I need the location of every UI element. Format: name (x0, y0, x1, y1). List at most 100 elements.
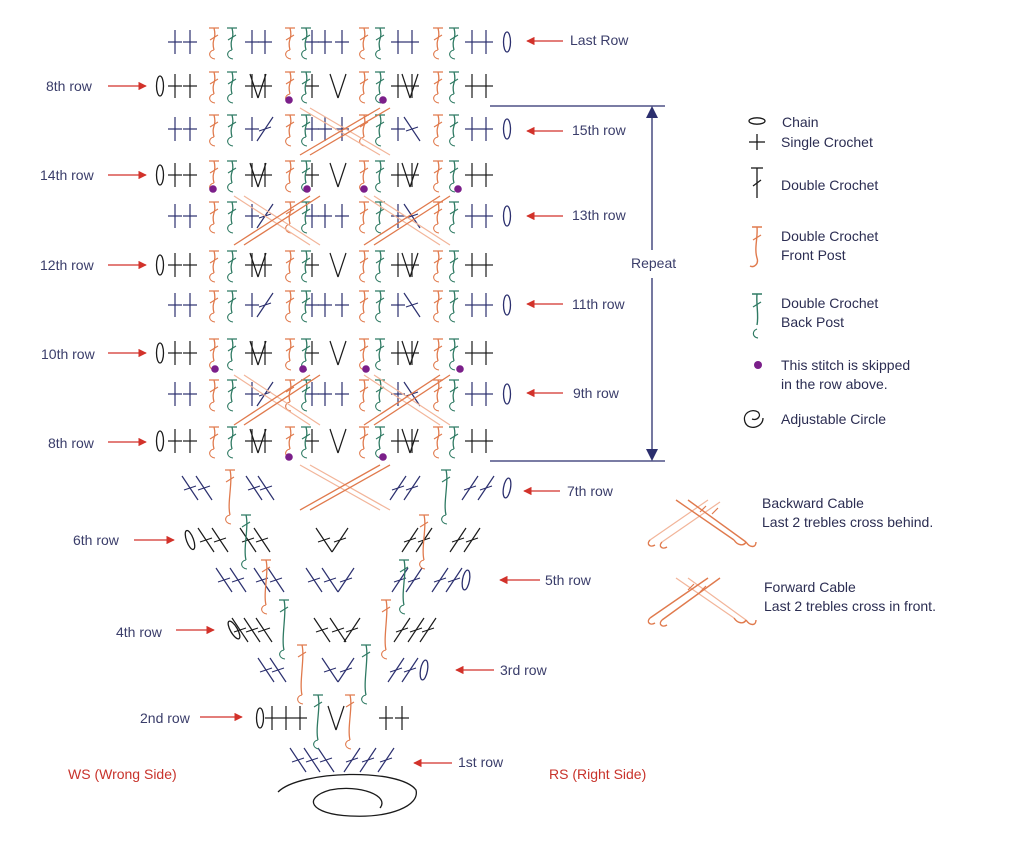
v-stitch (327, 705, 345, 731)
dc-back-post-stitch (375, 250, 385, 283)
slanted-stitch (253, 527, 271, 553)
legend-single-crochet-label: Single Crochet (781, 134, 873, 150)
dc-back-post-stitch (449, 27, 459, 60)
single-crochet-stitch (305, 163, 319, 187)
dc-back-post-stitch (227, 27, 237, 60)
single-crochet-stitch (305, 382, 319, 406)
slanted-stitch (317, 747, 335, 773)
dc-front-post-stitch (433, 290, 443, 323)
v-stitch (249, 73, 267, 99)
dc-back-post-stitch (227, 114, 237, 147)
single-crochet-stitch (379, 706, 393, 730)
single-crochet-stitch (245, 429, 259, 453)
dc-back-post-stitch (241, 514, 251, 570)
slanted-stitch (343, 617, 361, 643)
slanted-stitch (256, 292, 274, 318)
single-crochet-stitch (465, 74, 479, 98)
slanted-stitch (289, 747, 307, 773)
double-crochet-icon (751, 167, 763, 198)
dc-back-post-stitch (375, 379, 385, 412)
slanted-stitch (359, 747, 377, 773)
v-stitch (249, 428, 267, 454)
slanted-stitch (337, 657, 355, 683)
skipped-stitch-dot (209, 185, 217, 193)
dc-front-post-stitch (433, 426, 443, 459)
row-label-4th: 4th row (116, 624, 162, 640)
v-stitch (249, 162, 267, 188)
dc-back-post-stitch (375, 338, 385, 371)
dc-front-post-stitch (359, 379, 369, 412)
slanted-stitch (403, 116, 421, 142)
single-crochet-stitch (395, 706, 409, 730)
cable-cross (363, 374, 451, 426)
row-label-8th-top: 8th row (46, 78, 92, 94)
slanted-stitch (403, 292, 421, 318)
slanted-stitch (197, 527, 215, 553)
skipped-stitch-dot (211, 365, 219, 373)
dc-back-post-stitch (361, 644, 371, 705)
slanted-stitch (477, 475, 495, 501)
dc-front-post-stitch (225, 469, 235, 525)
v-stitch (401, 340, 419, 366)
single-crochet-stitch (479, 163, 493, 187)
chain-stitch (502, 31, 512, 53)
single-crochet-stitch (183, 30, 197, 54)
row-label-10th: 10th row (41, 346, 95, 362)
single-crochet-stitch (479, 382, 493, 406)
single-crochet-stitch (305, 253, 319, 277)
slanted-stitch (331, 527, 349, 553)
slanted-stitch (256, 381, 274, 407)
dc-front-post-stitch (209, 290, 219, 323)
single-crochet-stitch (391, 163, 405, 187)
single-crochet-stitch (479, 341, 493, 365)
dc-front-post-stitch (285, 290, 295, 323)
chain-stitch (461, 569, 471, 591)
dc-back-post-stitch (227, 201, 237, 234)
chain-stitch (502, 118, 512, 140)
slanted-stitch (401, 527, 419, 553)
dc-back-post-stitch (301, 114, 311, 147)
dc-front-post-stitch (209, 379, 219, 412)
single-crochet-stitch (335, 382, 349, 406)
chain-stitch (184, 529, 196, 551)
adjustable-ring (277, 773, 417, 817)
single-crochet-stitch (183, 117, 197, 141)
single-crochet-stitch (168, 341, 182, 365)
slanted-stitch (181, 475, 199, 501)
dc-front-post-stitch (209, 426, 219, 459)
single-crochet-stitch (479, 253, 493, 277)
dc-back-post-stitch (227, 71, 237, 104)
dc-back-post-stitch (279, 599, 289, 660)
legend-chain-label: Chain (782, 114, 819, 130)
single-crochet-stitch (279, 706, 293, 730)
slanted-stitch (303, 747, 321, 773)
dc-back-post-stitch (449, 379, 459, 412)
slanted-stitch (211, 527, 229, 553)
dc-front-post-icon (749, 226, 762, 268)
single-crochet-stitch (479, 30, 493, 54)
dc-back-post-stitch (227, 426, 237, 459)
skipped-stitch-dot (303, 185, 311, 193)
single-crochet-stitch (465, 117, 479, 141)
slanted-stitch (257, 657, 275, 683)
row-label-9th: 9th row (573, 385, 619, 401)
dc-front-post-stitch (433, 338, 443, 371)
single-crochet-stitch (391, 293, 405, 317)
single-crochet-stitch (318, 30, 332, 54)
dc-back-post-stitch (301, 250, 311, 283)
dc-back-post-stitch (375, 114, 385, 147)
single-crochet-stitch (183, 382, 197, 406)
single-crochet-stitch (405, 341, 419, 365)
row-label-12th: 12th row (40, 257, 94, 273)
single-crochet-stitch (465, 382, 479, 406)
dc-back-post-stitch (375, 71, 385, 104)
dc-front-post-stitch (209, 27, 219, 60)
single-crochet-stitch (465, 253, 479, 277)
dc-back-post-stitch (449, 71, 459, 104)
single-crochet-stitch (391, 117, 405, 141)
dc-front-post-stitch (261, 559, 271, 615)
single-crochet-stitch (405, 74, 419, 98)
single-crochet-stitch (318, 204, 332, 228)
